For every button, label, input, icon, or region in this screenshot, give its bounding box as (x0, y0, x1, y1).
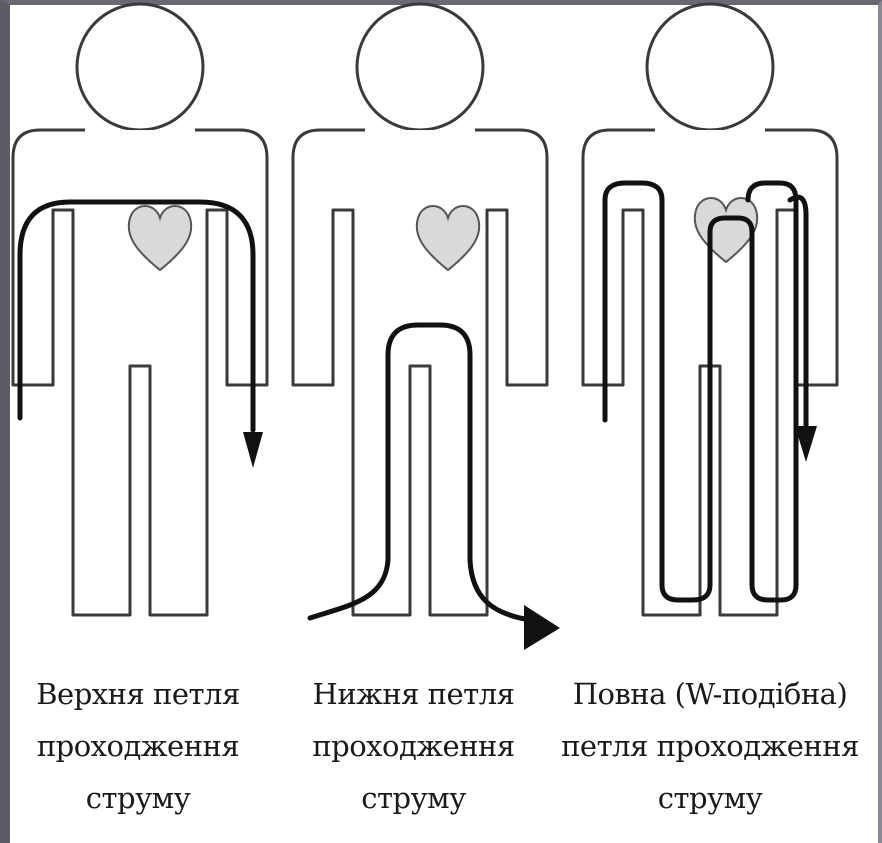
caption-line: струму (296, 772, 531, 824)
caption-full: Повна (W-подібна) петля проходження стру… (560, 668, 860, 824)
caption-lower: Нижня петля проходження струму (296, 668, 531, 824)
caption-line: струму (18, 772, 258, 824)
arrow-icon (524, 605, 560, 650)
caption-line: Повна (W-подібна) (560, 668, 860, 720)
caption-line: проходження (296, 720, 531, 772)
figure-full (583, 4, 837, 615)
figure-lower (293, 4, 560, 650)
caption-line: Верхня петля (18, 668, 258, 720)
caption-line: петля проходження (560, 720, 860, 772)
figure-upper (13, 4, 267, 615)
caption-line: Нижня петля (296, 668, 531, 720)
current-path-full (605, 183, 817, 600)
caption-line: струму (560, 772, 860, 824)
caption-line: проходження (18, 720, 258, 772)
arrow-icon (243, 432, 263, 468)
caption-upper: Верхня петля проходження струму (18, 668, 258, 824)
